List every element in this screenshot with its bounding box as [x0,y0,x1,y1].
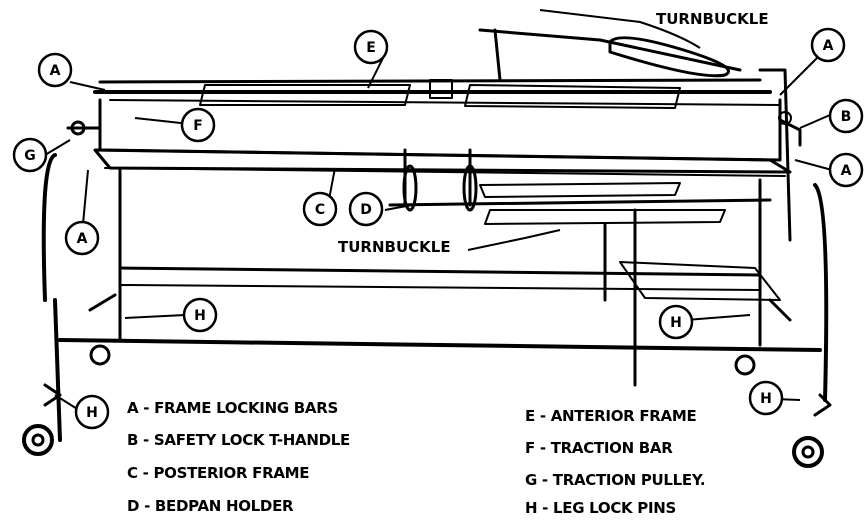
legend-item-c: C - POSTERIOR FRAME [127,464,310,482]
callout-g: G [12,137,48,173]
callout-a-label: A [77,231,88,247]
callout-a-label: A [841,163,852,179]
callout-a-left: A [64,220,100,256]
callout-h-label: H [670,315,682,331]
callout-f-label: F [193,118,203,134]
callout-h-right-shelf: H [658,304,694,340]
callout-c-label: C [315,202,325,218]
callout-a-label: A [823,38,834,54]
legend-item-h: H - LEG LOCK PINS [525,499,677,517]
legend-item-a: A - FRAME LOCKING BARS [127,399,338,417]
callout-a-top-left: A [37,52,73,88]
legend-item-b: B - SAFETY LOCK T-HANDLE [127,431,350,449]
legend-item-g: G - TRACTION PULLEY. [525,471,706,489]
callout-d-label: D [360,202,372,218]
callout-a-top-right: A [810,27,846,63]
callout-h-label: H [760,391,772,407]
callout-h-center: H [182,297,218,333]
callout-h-bottom-left: H [74,394,110,430]
callout-b-label: B [841,109,852,125]
callout-c: C [302,191,338,227]
callout-b: B [828,98,864,134]
legend-item-d: D - BEDPAN HOLDER [127,497,294,515]
callout-h-label: H [194,308,206,324]
callout-a-label: A [50,63,61,79]
callout-h-label: H [86,405,98,421]
legend-item-e: E - ANTERIOR FRAME [525,407,697,425]
turnbuckle-mid-label: TURNBUCKLE [338,238,451,256]
callout-e: E [353,29,389,65]
callout-a-right: A [828,152,864,188]
callout-d: D [348,191,384,227]
bed-frame-drawing [22,28,832,468]
callout-h-bottom-right: H [748,380,784,416]
callout-g-label: G [24,148,36,164]
callout-f: F [180,107,216,143]
turnbuckle-top-label: TURNBUCKLE [656,10,769,28]
legend-item-f: F - TRACTION BAR [525,439,673,457]
callout-e-label: E [366,40,376,56]
